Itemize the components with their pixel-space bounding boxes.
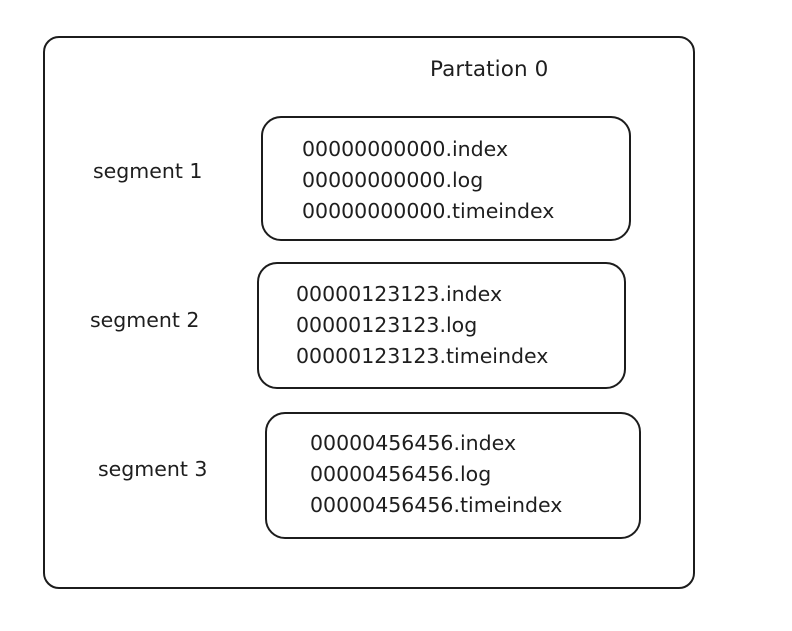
- partition-title: Partation 0: [430, 57, 549, 82]
- segment-file-timeindex-2: 00000123123.timeindex: [296, 344, 549, 368]
- segment-file-list-1: 00000000000.index 00000000000.log 000000…: [302, 134, 554, 227]
- segment-file-index-1: 00000000000.index: [302, 137, 509, 161]
- partition-container: [43, 36, 695, 589]
- segment-file-list-2: 00000123123.index 00000123123.log 000001…: [296, 279, 548, 372]
- segment-label-1: segment 1: [93, 159, 203, 183]
- segment-file-index-2: 00000123123.index: [296, 282, 503, 306]
- segment-label-2: segment 2: [90, 308, 200, 332]
- segment-file-index-3: 00000456456.index: [310, 431, 517, 455]
- segment-file-timeindex-1: 00000000000.timeindex: [302, 199, 555, 223]
- segment-file-log-1: 00000000000.log: [302, 168, 484, 192]
- segment-file-list-3: 00000456456.index 00000456456.log 000004…: [310, 428, 562, 521]
- segment-file-log-2: 00000123123.log: [296, 313, 478, 337]
- segment-box-2: [257, 262, 626, 389]
- segment-file-timeindex-3: 00000456456.timeindex: [310, 493, 563, 517]
- segment-file-log-3: 00000456456.log: [310, 462, 492, 486]
- segment-box-1: [261, 116, 631, 241]
- segment-box-3: [265, 412, 641, 539]
- segment-label-3: segment 3: [98, 457, 208, 481]
